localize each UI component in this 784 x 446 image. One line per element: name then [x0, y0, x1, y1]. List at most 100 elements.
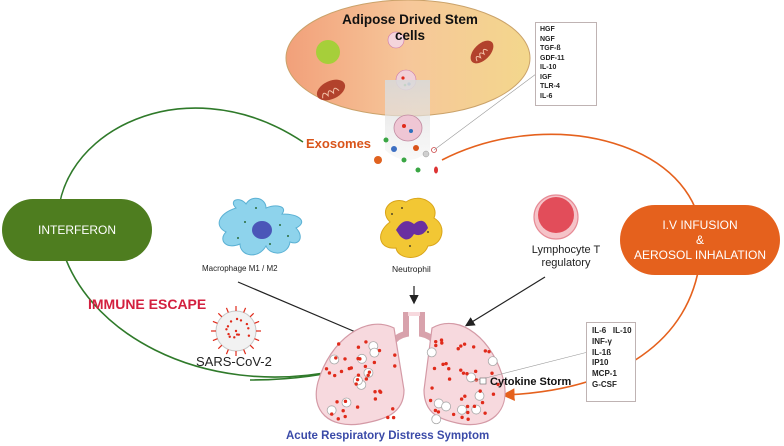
sars-cov-2-virus	[211, 306, 261, 356]
arrow-lymphocyte-to-lungs	[464, 276, 546, 327]
growth-factor-item: NGF	[540, 35, 555, 43]
cytokine-item: MCP-1	[592, 369, 617, 379]
exosomes-label: Exosomes	[306, 136, 372, 151]
inflammatory-dot	[430, 386, 434, 390]
growth-factor-item: TLR-4	[540, 83, 560, 90]
inflammatory-dot	[372, 360, 377, 365]
alveolus	[431, 414, 442, 425]
inflammatory-dot	[444, 361, 448, 366]
inflammatory-dot	[432, 366, 437, 371]
inflammatory-dot	[356, 345, 361, 349]
virus-spike	[243, 349, 247, 355]
virus-dot	[228, 335, 231, 338]
inflammatory-dot	[472, 404, 477, 409]
inflammatory-dot	[332, 373, 337, 378]
cytokine-storm-label: Cytokine Storm	[490, 376, 572, 388]
inflammatory-dot	[386, 415, 390, 420]
virus-dot	[233, 336, 236, 339]
immune-escape-label: IMMUNE ESCAPE	[88, 296, 207, 312]
virus-dot	[235, 333, 239, 336]
ards-label: Acute Respiratory Distress Symptom	[286, 430, 490, 442]
inflammatory-dot	[373, 397, 378, 401]
interferon-node: INTERFERON	[2, 199, 152, 261]
growth-factor-item: IL-6	[540, 92, 553, 100]
lymphocyte-cell	[533, 194, 579, 240]
growth-factor-item: TGF-ß	[540, 45, 561, 52]
inflammatory-dot	[451, 412, 456, 417]
virus-dot	[234, 329, 238, 333]
inflammatory-dot	[324, 367, 329, 371]
inflammatory-dot	[363, 364, 368, 369]
virus-dot	[247, 327, 250, 330]
virus-dot	[235, 317, 239, 321]
macrophage-cell	[218, 197, 303, 256]
infusion-node: I.V INFUSION & AEROSOL INHALATION	[620, 205, 780, 275]
inflammatory-dot	[483, 349, 488, 353]
inflammatory-dot	[341, 409, 345, 413]
inflammatory-dot	[496, 382, 500, 387]
cytokine-item: IL-1ß	[592, 347, 612, 357]
inflammatory-dot	[462, 342, 467, 346]
inflammatory-dot	[355, 405, 360, 409]
inflammatory-dot	[480, 400, 485, 405]
virus-dot	[237, 333, 241, 336]
inflammatory-dot	[347, 366, 352, 371]
growth-factor-item: IL-10	[540, 64, 557, 71]
exosome-particles	[374, 137, 438, 174]
inflammatory-dot	[447, 367, 451, 371]
virus-spike	[212, 320, 218, 324]
virus-dot	[245, 322, 249, 326]
inflammatory-dot	[491, 392, 496, 396]
inflammatory-dot	[478, 389, 482, 393]
inflammatory-dot	[490, 371, 494, 375]
inflammatory-dot	[465, 372, 469, 376]
inflammatory-dot	[334, 356, 338, 360]
lymphocyte-label: Lymphocyte T regulatory	[531, 244, 601, 269]
inflammatory-dot	[378, 389, 382, 393]
inflammatory-dot	[364, 340, 368, 344]
inflammatory-dot	[373, 390, 377, 394]
infusion-line-1: I.V INFUSION	[662, 217, 738, 232]
inflammatory-dot	[364, 377, 369, 381]
inflammatory-dot	[447, 377, 452, 381]
inflammatory-dot	[330, 412, 334, 416]
alveolus	[457, 404, 467, 415]
inflammatory-dot	[355, 377, 360, 382]
sars-cov-2-label: SARS-CoV-2	[196, 354, 272, 369]
virus-dot	[247, 334, 251, 337]
mitochondrion-left	[316, 79, 346, 101]
lungs	[315, 312, 506, 426]
cytokine-item: IL-6 IL-10	[592, 326, 632, 335]
inflammatory-dot	[483, 411, 487, 415]
inflammatory-dot	[428, 398, 433, 403]
inflammatory-dot	[460, 415, 464, 420]
alveolus	[441, 401, 451, 412]
cytokine-item: G-CSF	[592, 379, 617, 389]
nucleus-green	[316, 40, 340, 64]
macrophage-label: Macrophage M1 / M2	[202, 264, 278, 273]
inflammatory-dot	[391, 415, 396, 420]
inflammatory-dot	[366, 373, 370, 377]
inflammatory-dot	[466, 417, 470, 421]
inflammatory-dot	[433, 408, 438, 413]
virus-dot	[226, 325, 230, 328]
inflammatory-dot	[440, 341, 444, 345]
inflammatory-dot	[339, 369, 344, 374]
virus-dot	[227, 332, 230, 336]
inflammatory-dot	[354, 382, 358, 386]
virus-dot	[225, 328, 228, 331]
cytokines-box: IL-6 IL-10 INF-γ IL-1ß IP10 MCP-1 G-CSF	[586, 322, 636, 402]
cytokine-item: IP10	[592, 358, 609, 368]
alveolus	[466, 372, 477, 383]
inflammatory-dot	[377, 348, 382, 353]
inflammatory-dot	[459, 368, 463, 372]
inflammatory-dot	[434, 339, 438, 344]
inflammatory-dot	[459, 344, 463, 348]
inflammatory-dot	[391, 407, 395, 411]
inflammatory-dot	[335, 400, 339, 404]
inflammatory-dot	[439, 338, 444, 342]
inflammatory-dot	[336, 417, 340, 421]
virus-spike	[217, 344, 223, 350]
cytokine-item: INF-γ	[592, 336, 612, 346]
